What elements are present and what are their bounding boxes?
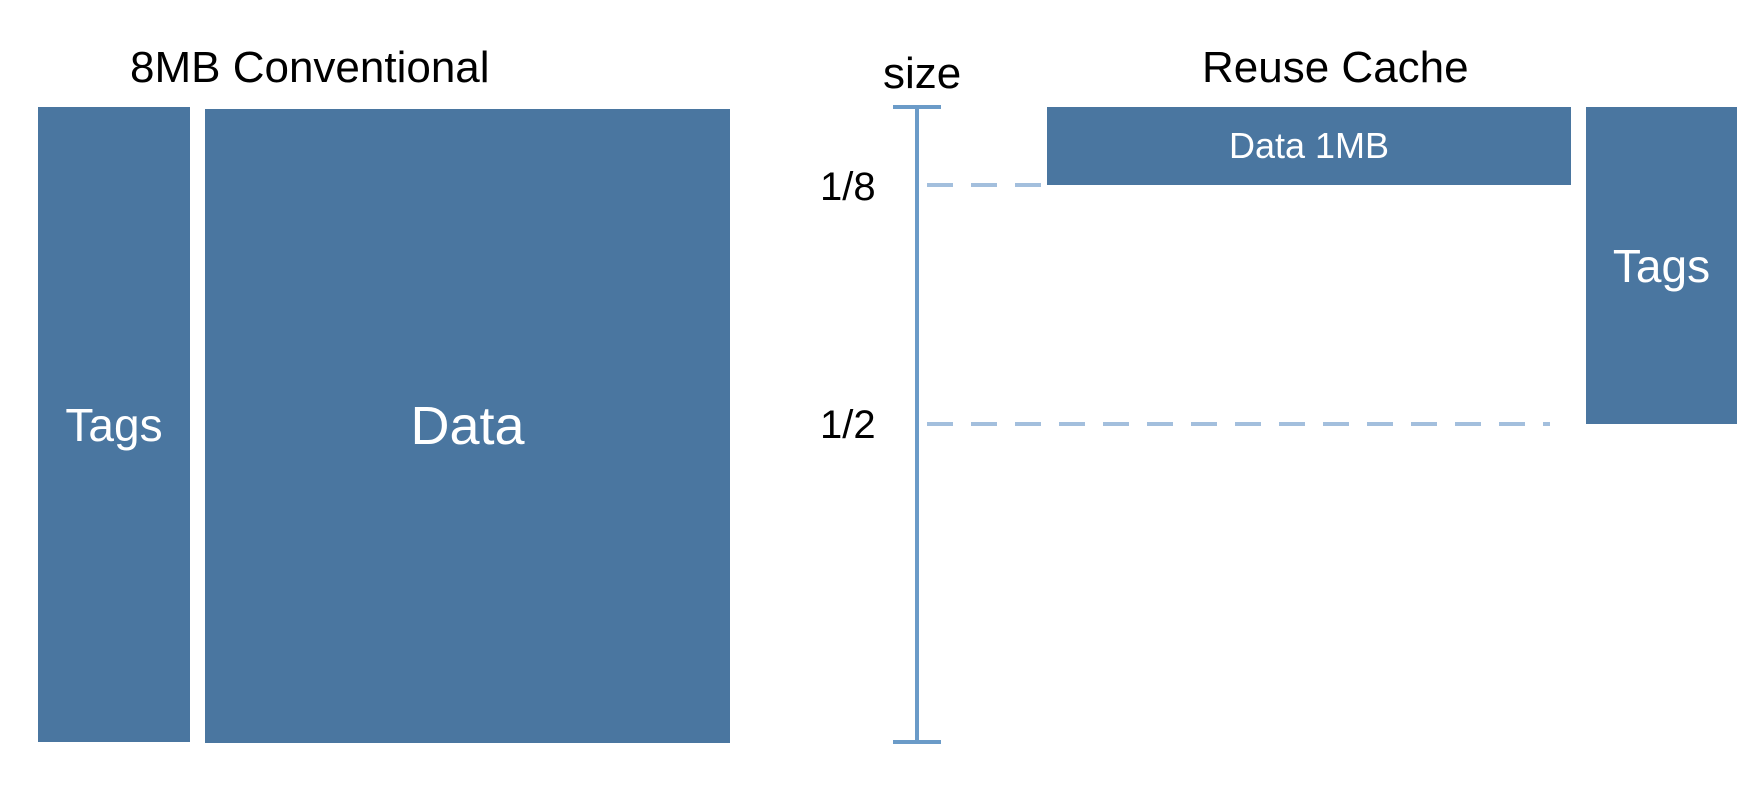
conventional-tags-label: Tags (65, 398, 163, 451)
size-axis-label: size (883, 49, 962, 98)
reuse-data-label: Data 1MB (1228, 125, 1390, 166)
reuse-cache-title: Reuse Cache (1202, 43, 1469, 92)
reuse-tags-label: Tags (1612, 239, 1711, 292)
conventional-data-block: Data (205, 109, 730, 743)
tick-label-half: 1/2 (820, 403, 876, 447)
conventional-title: 8MB Conventional (130, 43, 490, 92)
tick-label-eighth: 1/8 (820, 165, 876, 209)
reuse-tags-block: Tags (1586, 107, 1737, 424)
reuse-data-block: Data 1MB (1047, 107, 1571, 185)
conventional-tags-block: Tags (38, 107, 190, 742)
conventional-data-label: Data (410, 396, 525, 456)
